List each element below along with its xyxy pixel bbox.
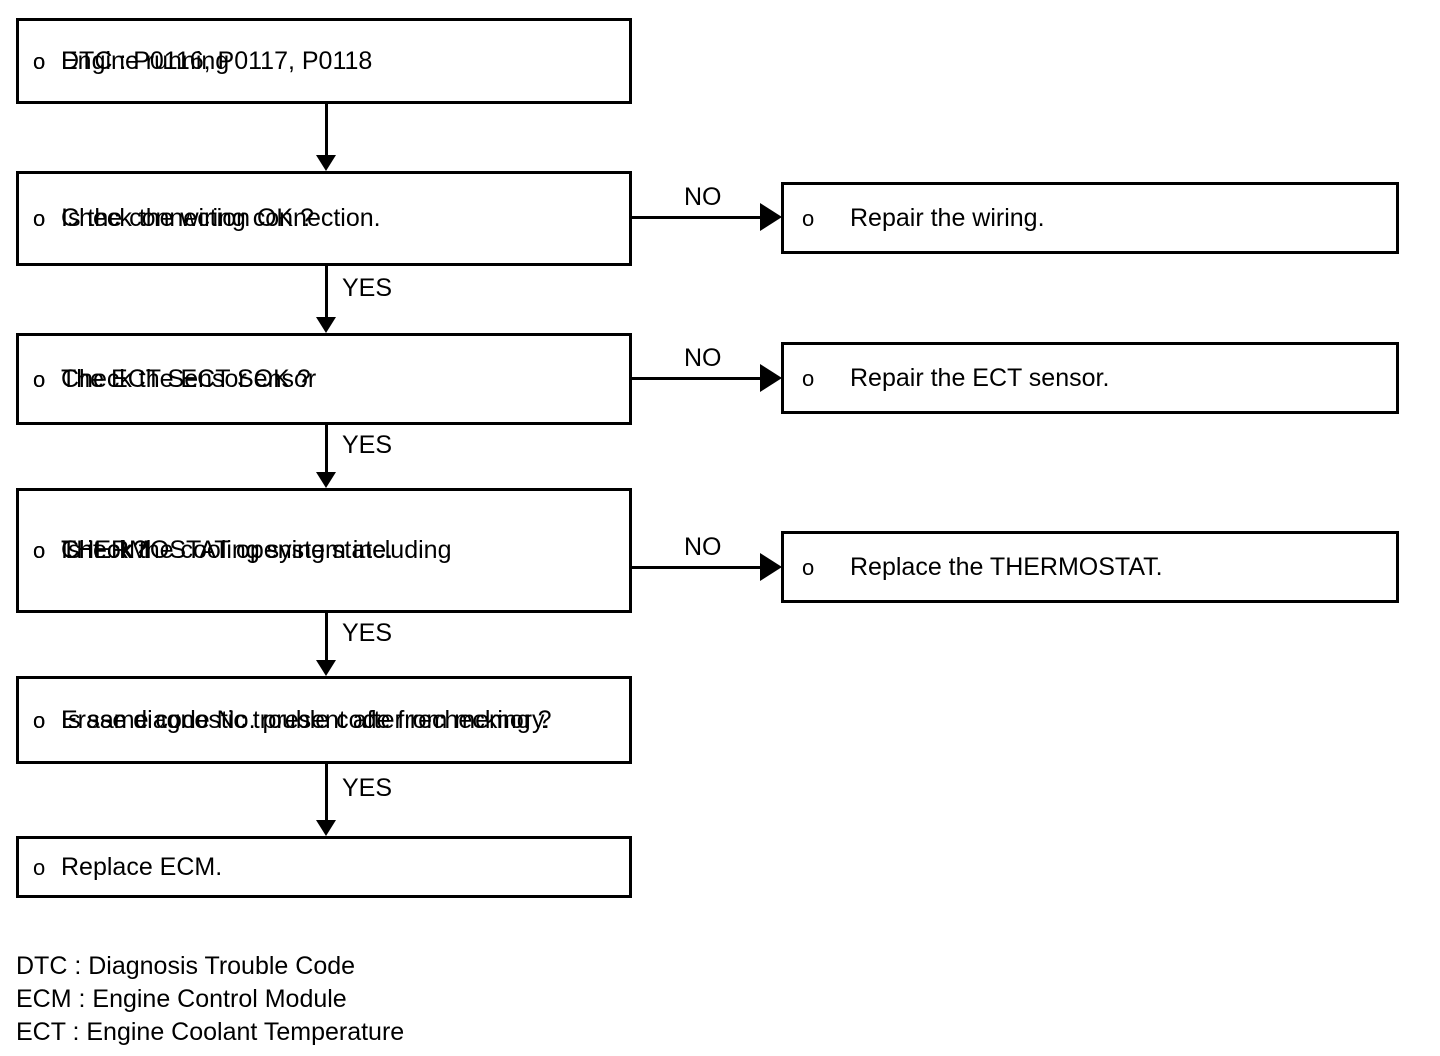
connector-label: NO: [684, 533, 722, 561]
arrow-head-right-icon: [760, 203, 782, 231]
node-repair-ect-sensor-text-1: Repair the ECT sensor.: [850, 363, 1110, 392]
connector-stem: [325, 425, 328, 473]
node-check-wiring-text-1: Check the wiring connection.: [61, 204, 381, 232]
connector-stem: [325, 104, 328, 156]
connector-check-wiring-to-check-ect-sensor: YES: [316, 266, 392, 333]
node-replace-ecm-text-1: Replace ECM.: [61, 852, 223, 881]
connector-start-to-check-wiring: [316, 104, 336, 171]
node-replace-thermostat-text-1: Replace the THERMOSTAT.: [850, 552, 1163, 581]
arrow-head-down-icon: [316, 155, 336, 171]
connector-check-ect-sensor-to-check-cooling: YES: [316, 425, 392, 488]
arrow-head-down-icon: [316, 820, 336, 836]
node-start-text-2: DTC : P0116, P0117, P0118: [61, 46, 373, 75]
node-check-ect-sensor-text-2: The ECT Sensor OK ?: [61, 364, 311, 393]
connector-label: NO: [684, 344, 722, 372]
bullet-icon: o: [33, 538, 46, 563]
connector-check-cooling-to-replace-thermostat: NO: [632, 533, 782, 581]
bullet-icon: o: [33, 206, 46, 231]
node-repair-wiring-line-1: o Repair the wiring.: [784, 202, 1045, 235]
arrow-head-right-icon: [760, 553, 782, 581]
node-check-cooling-line-3: o Is it ok?: [19, 534, 147, 567]
bullet-icon: o: [33, 854, 46, 880]
bullet-icon: o: [802, 205, 815, 231]
bullet-icon: o: [33, 538, 46, 563]
legend-line-ect: ECT : Engine Coolant Temperature: [16, 1018, 405, 1046]
node-repair-wiring-text-1: Repair the wiring.: [850, 203, 1045, 232]
bullet-icon: o: [33, 366, 46, 392]
node-erase-dtc-line-1: o Erase diagnostic trouble code from mem…: [19, 704, 550, 737]
node-erase-dtc-text-1: Erase diagnostic trouble code from memor…: [61, 705, 550, 734]
bullet-icon: o: [33, 206, 46, 231]
bullet-icon: o: [802, 365, 815, 391]
node-repair-ect-sensor-line-1: o Repair the ECT sensor.: [784, 362, 1109, 395]
node-check-wiring-line-2: o Is the connection OK ?: [19, 202, 314, 235]
node-start[interactable]: o Engine running o DTC : P0116, P0117, P…: [16, 18, 632, 104]
legend-line-ecm: ECM : Engine Control Module: [16, 985, 347, 1013]
connector-label: YES: [342, 431, 393, 459]
connector-stem: [325, 266, 328, 318]
node-check-cooling-text-1: Check the cooling system including: [61, 536, 452, 564]
arrow-head-down-icon: [316, 317, 336, 333]
connector-stem: [325, 764, 328, 821]
node-erase-dtc[interactable]: o Erase diagnostic trouble code from mem…: [16, 676, 632, 764]
node-check-wiring[interactable]: o Check the wiring connection. o Is the …: [16, 171, 632, 266]
legend-line-dtc: DTC : Diagnosis Trouble Code: [16, 952, 356, 980]
node-check-cooling-text-3: Is it ok?: [61, 536, 148, 564]
connector-label: NO: [684, 183, 722, 211]
connector-stem: [632, 216, 762, 219]
node-check-ect-sensor-text-1: Check the ECT Sensor: [61, 364, 317, 393]
arrow-head-down-icon: [316, 472, 336, 488]
bullet-icon: o: [33, 707, 46, 733]
node-replace-thermostat-line-1: o Replace the THERMOSTAT.: [784, 551, 1163, 584]
node-check-cooling-system[interactable]: o Check the cooling system including THE…: [16, 488, 632, 613]
node-repair-ect-sensor[interactable]: o Repair the ECT sensor.: [781, 342, 1399, 414]
arrow-head-down-icon: [316, 660, 336, 676]
node-check-cooling-text-2: THERMOSTAT opening state.: [61, 536, 394, 564]
node-replace-ecm[interactable]: o Replace ECM.: [16, 836, 632, 898]
bullet-icon: o: [802, 554, 815, 580]
node-check-wiring-line-1: o Check the wiring connection.: [19, 202, 381, 235]
node-replace-ecm-line-1: o Replace ECM.: [19, 851, 222, 884]
connector-check-wiring-to-repair-wiring: NO: [632, 183, 782, 231]
node-check-wiring-text-2: Is the connection OK ?: [61, 204, 314, 232]
node-check-cooling-line-2: THERMOSTAT opening state.: [19, 534, 393, 567]
connector-stem: [325, 613, 328, 661]
node-replace-thermostat[interactable]: o Replace the THERMOSTAT.: [781, 531, 1399, 603]
bullet-icon: o: [33, 48, 46, 74]
connector-erase-dtc-to-replace-ecm: YES: [316, 764, 392, 836]
node-erase-dtc-line-2: o Is same code No. present after recheck…: [19, 704, 552, 737]
node-erase-dtc-text-2: Is same code No. present after recheckin…: [61, 705, 552, 734]
node-check-ect-sensor-line-1: o Check the ECT Sensor: [19, 363, 316, 396]
connector-check-ect-sensor-to-repair-ect-sensor: NO: [632, 344, 782, 392]
connector-stem: [632, 566, 762, 569]
node-repair-wiring[interactable]: o Repair the wiring.: [781, 182, 1399, 254]
bullet-icon: o: [33, 366, 46, 392]
node-check-ect-sensor[interactable]: o Check the ECT Sensor o The ECT Sensor …: [16, 333, 632, 425]
connector-label: YES: [342, 619, 393, 647]
connector-label: YES: [342, 774, 393, 802]
node-check-ect-sensor-line-2: o The ECT Sensor OK ?: [19, 363, 311, 396]
bullet-icon: o: [33, 707, 46, 733]
connector-label: YES: [342, 274, 393, 302]
arrow-head-right-icon: [760, 364, 782, 392]
connector-stem: [632, 377, 762, 380]
connector-check-cooling-to-erase-dtc: YES: [316, 613, 392, 676]
node-check-cooling-line-1: o Check the cooling system including: [19, 534, 451, 567]
node-start-text-1: Engine running: [61, 46, 230, 75]
node-start-line-1: o Engine running: [19, 45, 229, 78]
node-start-line-2: o DTC : P0116, P0117, P0118: [19, 45, 372, 78]
bullet-icon: o: [33, 48, 46, 74]
